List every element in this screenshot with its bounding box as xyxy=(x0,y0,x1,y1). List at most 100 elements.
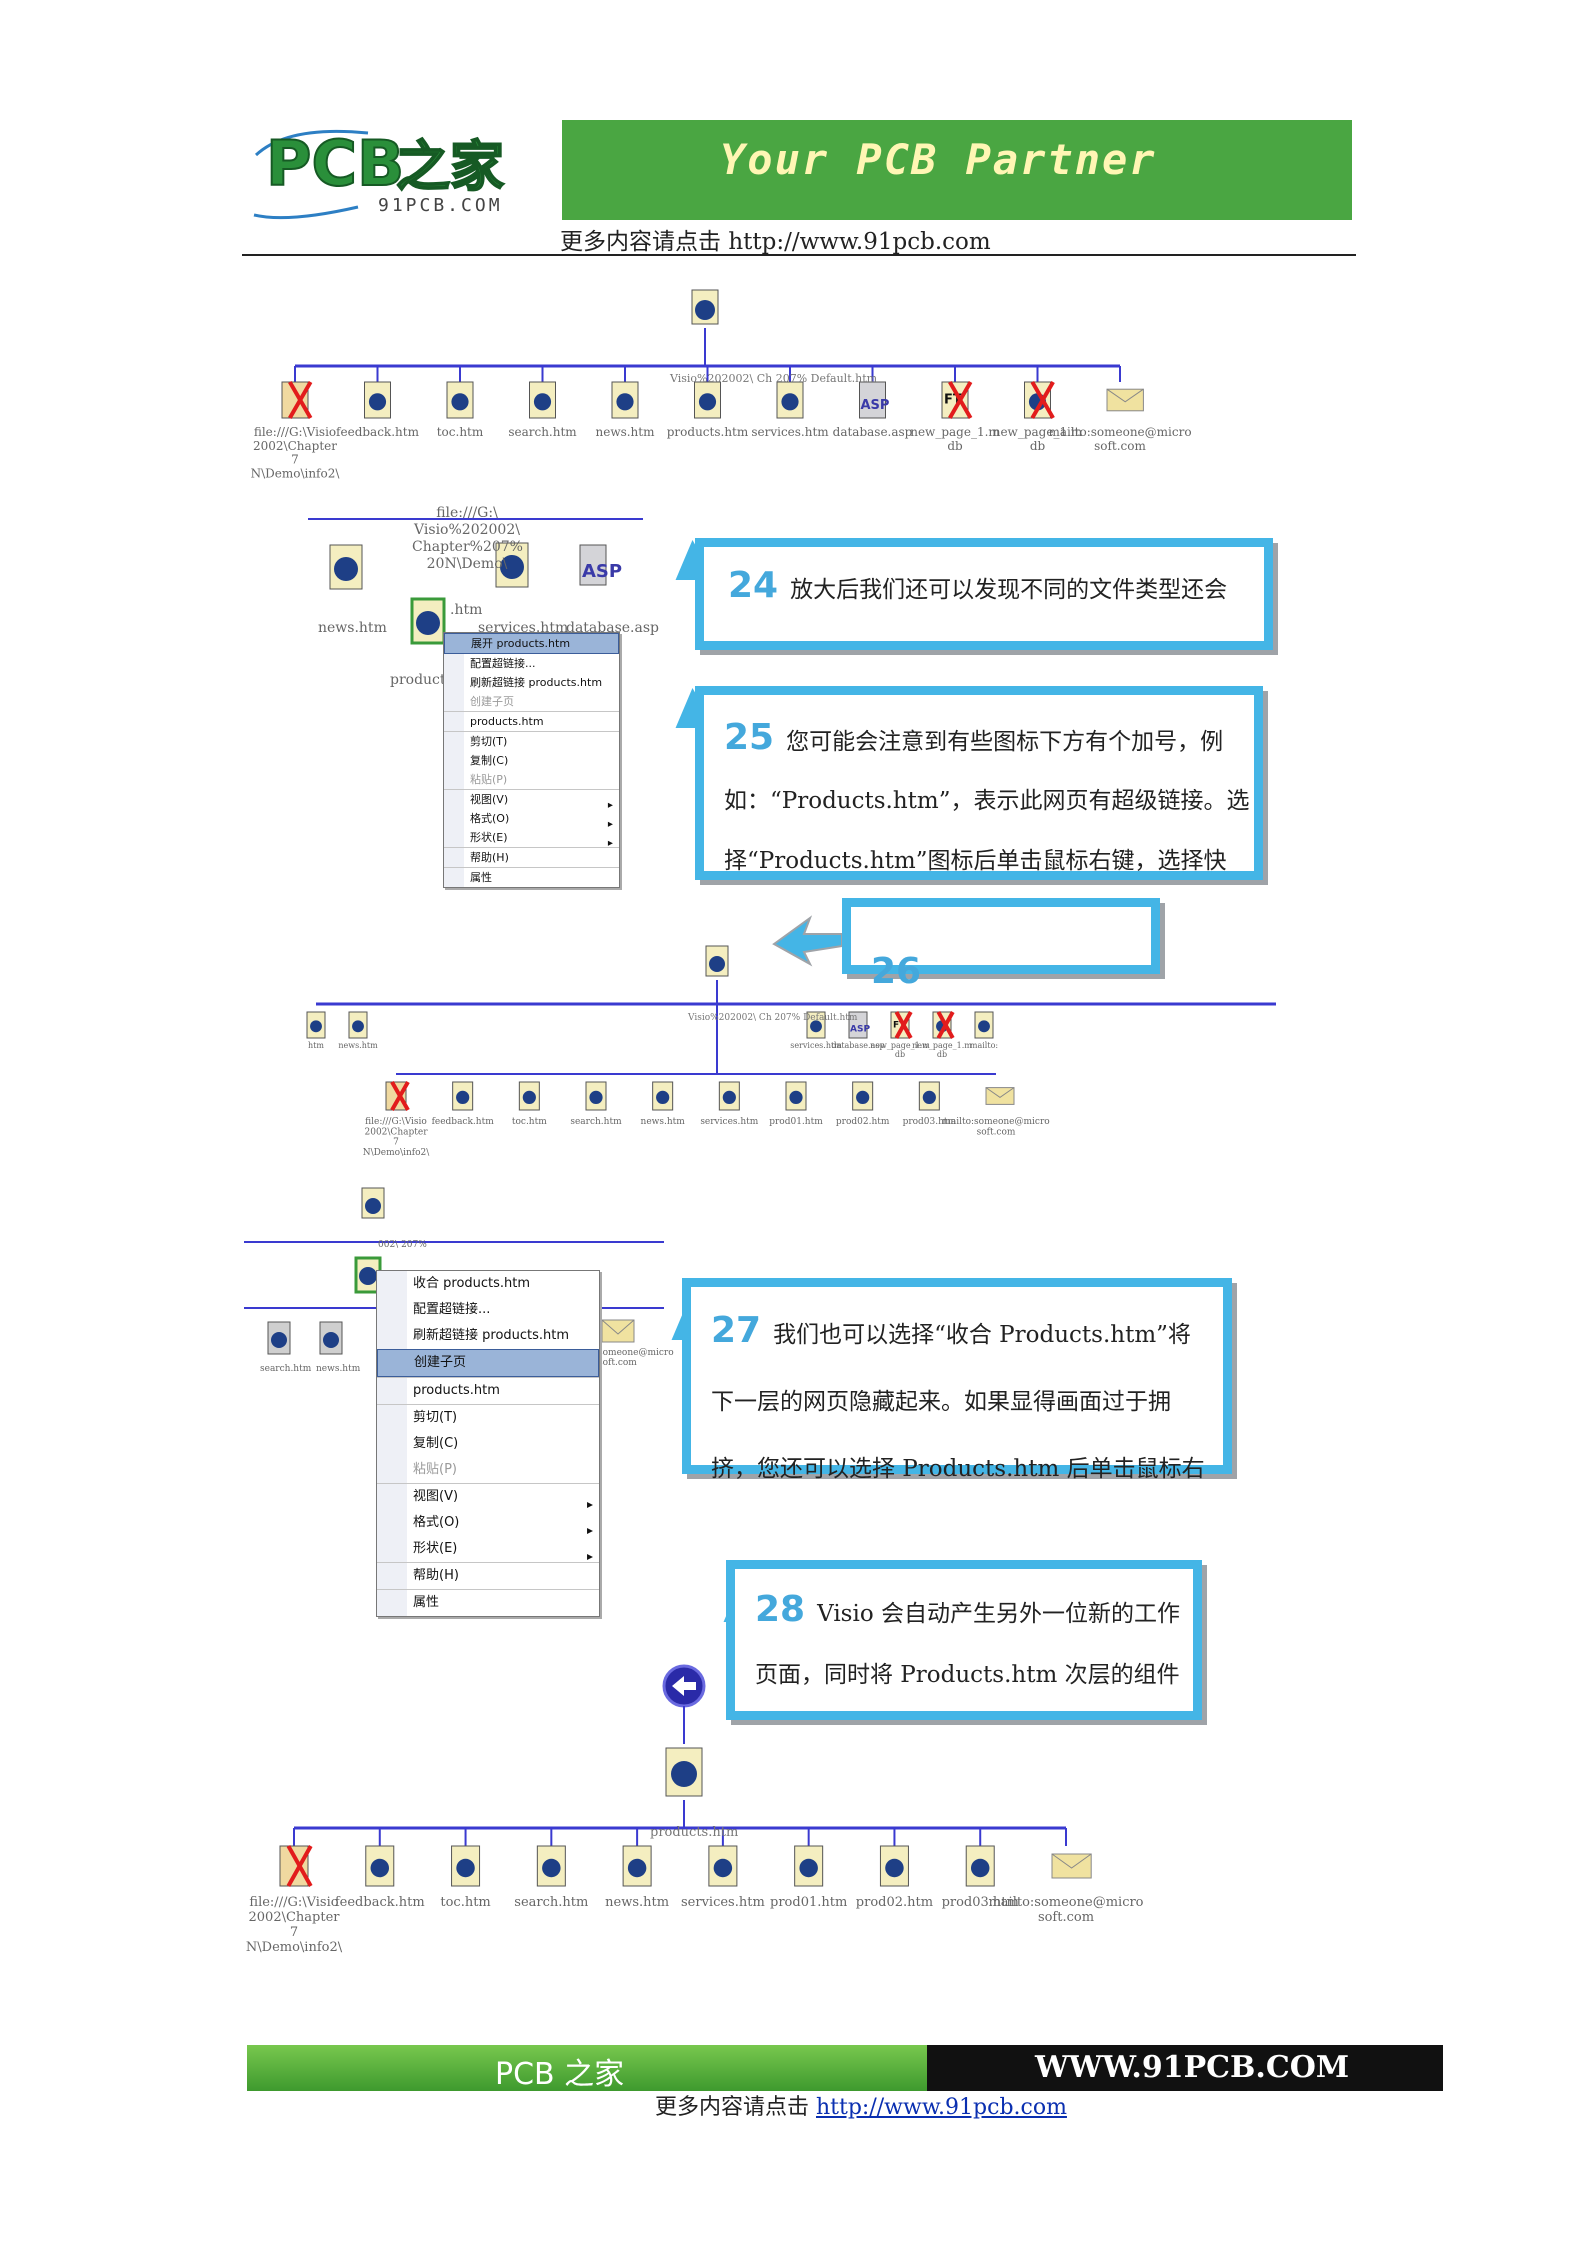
menu-item[interactable]: 属性 xyxy=(444,867,619,887)
menu-item[interactable]: 配置超链接... xyxy=(413,1302,491,1317)
menu-item[interactable]: 帮助(H) xyxy=(444,847,619,867)
footer-more-link[interactable]: 更多内容请点击 http://www.91pcb.com xyxy=(655,2089,1067,2121)
menu-item[interactable]: 复制(C) xyxy=(413,1436,459,1451)
menu-item[interactable]: 刷新超链接 products.htm xyxy=(470,676,603,689)
menu-item[interactable]: 剪切(T) xyxy=(377,1404,599,1431)
footer-band-right xyxy=(927,2045,1443,2091)
menu-item[interactable]: 格式(O) xyxy=(444,809,619,834)
page-icon xyxy=(776,381,804,419)
svg-text:PCB: PCB xyxy=(266,127,404,200)
page-icon xyxy=(451,1845,481,1887)
footer-band-left xyxy=(247,2045,927,2091)
detail1-products-label: products. xyxy=(390,672,458,688)
detail1-news-label: news.htm xyxy=(318,620,387,636)
header-more-url[interactable]: http://www.91pcb.com xyxy=(728,229,991,255)
page-icon xyxy=(965,1845,995,1887)
menu-item[interactable]: 粘贴(P) xyxy=(413,1462,457,1477)
node-label: search.htm xyxy=(508,425,577,439)
ftp-broken-icon: FT xyxy=(941,380,973,420)
callout-25-line-2: 如：“Products.htm”，表示此网页有超级链接。选 xyxy=(724,788,1250,814)
page-icon xyxy=(585,1081,607,1111)
menu-item[interactable]: 创建子页 xyxy=(470,695,514,708)
asp-icon: ASP xyxy=(859,381,890,419)
menu-item[interactable]: 配置超链接... xyxy=(470,657,536,670)
callout-25-line-3: 择“Products.htm”图标后单击鼠标右键，选择快 xyxy=(724,848,1227,874)
menu-item[interactable]: 剪切(T) xyxy=(444,731,619,751)
menu-item[interactable]: products.htm xyxy=(377,1377,599,1404)
menu-item[interactable]: 形状(E) xyxy=(377,1536,599,1570)
callout-27-line-3: 挤，您还可以选择 Products.htm 后单击鼠标右 xyxy=(711,1456,1205,1482)
svg-text:ASP: ASP xyxy=(861,398,890,413)
asp-icon: ASP xyxy=(848,1011,870,1039)
node-label: prod02.htm xyxy=(836,1117,890,1127)
page-icon xyxy=(718,1081,740,1111)
menu-item[interactable]: 视图(V) xyxy=(444,789,619,815)
menu-item[interactable]: 格式(O) xyxy=(377,1510,599,1544)
pcb-logo: PCB 之家 91PCB.COM xyxy=(248,115,562,225)
page-icon xyxy=(974,1011,994,1039)
node-label: prod03.htm xyxy=(942,1895,1019,1910)
menu-item[interactable]: 视图(V) xyxy=(377,1483,599,1518)
database-asp-icon: ASP xyxy=(579,544,622,586)
callout-24-number: 24 xyxy=(728,565,779,606)
page-icon xyxy=(348,1011,368,1039)
callout-28-line-1: Visio 会自动产生另外一位新的工作 xyxy=(817,1601,1180,1627)
broken-link-icon xyxy=(281,380,313,420)
svg-text:ASP: ASP xyxy=(582,561,622,582)
ftp-broken-icon: FT xyxy=(890,1011,913,1039)
menu-item[interactable]: 展开 products.htm xyxy=(444,633,619,654)
header-more-prefix: 更多内容请点击 xyxy=(560,229,729,255)
mail-icon xyxy=(1051,1853,1092,1879)
node-label: news.htm xyxy=(338,1041,378,1050)
menu-item[interactable]: 帮助(H) xyxy=(377,1562,599,1589)
page-icon xyxy=(785,1081,807,1111)
root-label: Visio%202002\ Ch 207% Default.htm xyxy=(687,1013,858,1023)
callout-28-line-2: 页面，同时将 Products.htm 次层的组件 xyxy=(755,1662,1180,1688)
menu-item[interactable]: 复制(C) xyxy=(470,754,509,767)
back-arrow-icon xyxy=(662,1664,706,1708)
menu-item[interactable]: 创建子页 xyxy=(377,1349,599,1377)
logo-main-text: 之家 xyxy=(396,135,504,198)
broken-link-icon xyxy=(279,1845,313,1887)
broken-doc-icon xyxy=(1024,380,1055,420)
callout-27-line-2: 下一层的网页隐藏起来。如果显得画面过于拥 xyxy=(711,1389,1171,1415)
menu-item[interactable]: 形状(E) xyxy=(444,828,619,853)
footer-more-prefix: 更多内容请点击 xyxy=(655,2095,816,2120)
node-label: services.htm xyxy=(700,1117,758,1127)
menu-item[interactable]: 属性 xyxy=(377,1589,599,1616)
mail-icon xyxy=(601,1319,635,1343)
menu-item[interactable]: 刷新超链接 products.htm xyxy=(413,1328,570,1343)
page-icon xyxy=(806,1011,826,1039)
page-icon xyxy=(622,1845,652,1887)
header-more-link[interactable]: 更多内容请点击 http://www.91pcb.com xyxy=(560,222,991,256)
menu-item[interactable]: products.htm xyxy=(444,711,619,731)
page-icon xyxy=(852,1081,874,1111)
products-root-page-icon xyxy=(665,1747,703,1797)
products-page-icon xyxy=(361,1187,385,1219)
menu-item[interactable]: 粘贴(P) xyxy=(470,773,508,786)
callout-26-number: 26 xyxy=(871,951,922,992)
services-page-icon xyxy=(495,542,529,588)
node-label: prod01.htm xyxy=(769,1117,823,1127)
footer-more-url[interactable]: http://www.91pcb.com xyxy=(816,2095,1067,2120)
node-label: services.htm xyxy=(790,1041,842,1050)
callout-27-number: 27 xyxy=(711,1310,762,1351)
callout-25-number: 25 xyxy=(724,717,775,758)
page-icon xyxy=(694,381,721,419)
node-label: products.htm xyxy=(667,425,749,439)
node-label: feedback.htm xyxy=(432,1117,495,1127)
root-label: Visio%202002\ Ch 207% Default.htm xyxy=(669,372,878,385)
menu-item[interactable]: 收合 products.htm xyxy=(413,1276,531,1291)
mail-icon xyxy=(1106,388,1144,412)
